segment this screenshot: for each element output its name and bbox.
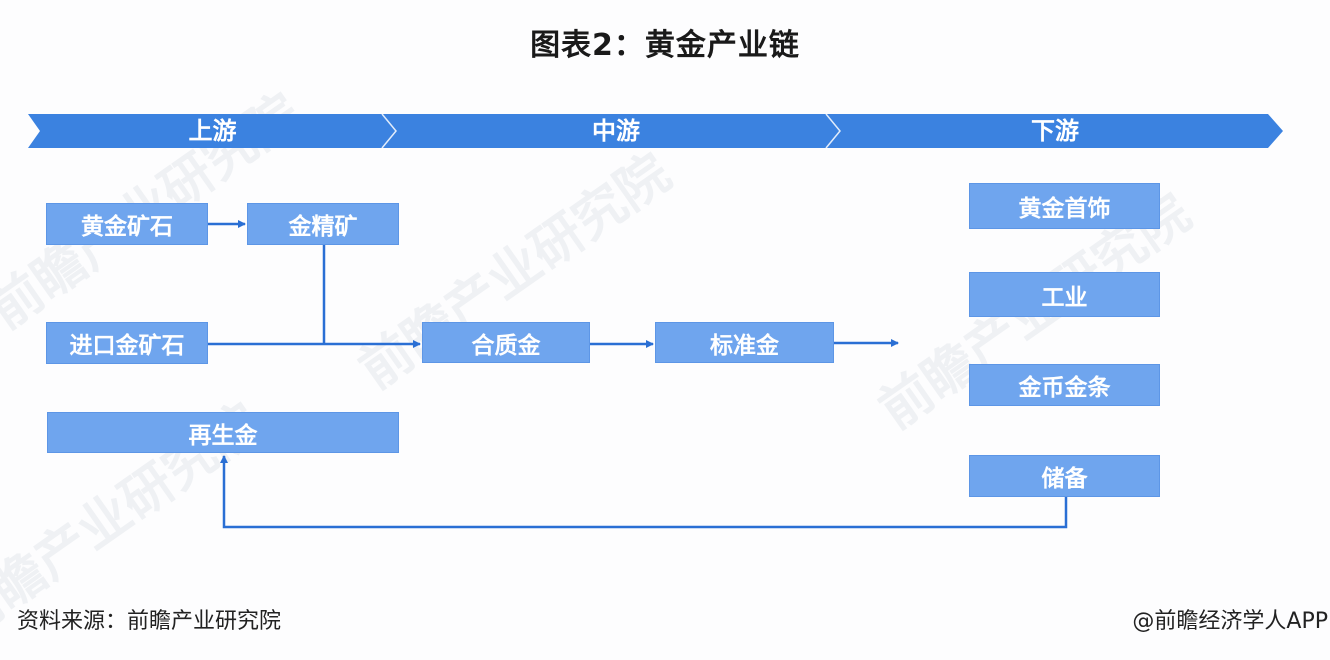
source-note: 资料来源：前瞻产业研究院 — [17, 609, 282, 634]
node-coins-bars: 金币金条 — [969, 364, 1160, 406]
node-industry: 工业 — [969, 272, 1160, 317]
node-gold-concentrate: 金精矿 — [247, 203, 399, 245]
chart-title: 图表2：黄金产业链 — [530, 28, 800, 63]
stage-upstream-label: 上游 — [188, 117, 237, 145]
node-alloyed-gold: 合质金 — [422, 322, 590, 363]
credit-note: @前瞻经济学人APP — [1132, 609, 1328, 634]
node-recycled-gold: 再生金 — [47, 412, 399, 453]
node-gold-jewelry: 黄金首饰 — [969, 183, 1160, 229]
stage-banner — [28, 113, 1283, 149]
stage-midstream-label: 中游 — [592, 117, 640, 145]
node-imported-gold-ore: 进口金矿石 — [46, 322, 208, 364]
node-reserves: 储备 — [969, 455, 1160, 497]
node-standard-gold: 标准金 — [655, 322, 834, 363]
node-gold-ore: 黄金矿石 — [46, 203, 208, 245]
stage-downstream-label: 下游 — [1031, 117, 1079, 145]
